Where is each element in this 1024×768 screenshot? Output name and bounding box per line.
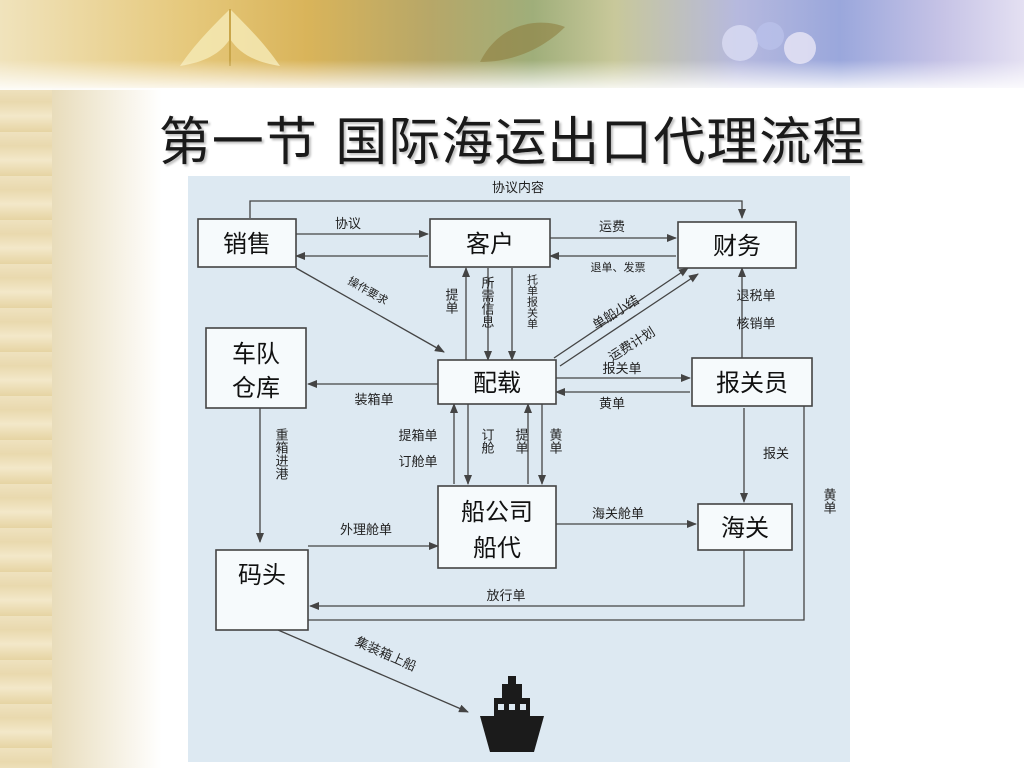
- node-wharf: 码头: [215, 549, 309, 631]
- page-title: 第一节 国际海运出口代理流程: [158, 113, 866, 173]
- svg-text:配载: 配载: [473, 369, 521, 397]
- label-customs-declaration: 报关单: [602, 362, 641, 377]
- ship-icon: [480, 676, 544, 752]
- left-strip-shadow: [52, 0, 162, 768]
- label-pickup-booking-1: 提箱单: [398, 428, 437, 444]
- flower-icon: [722, 22, 816, 64]
- left-parchment-strip: [0, 0, 52, 768]
- label-pickup-booking-2: 订舱单: [398, 455, 437, 470]
- svg-text:海关: 海关: [721, 514, 769, 542]
- banner-fade: [0, 60, 1024, 90]
- label-voyage-summary: 单船小结: [590, 293, 642, 333]
- node-fleet-warehouse: 车队 仓库: [205, 327, 307, 409]
- label-agreement-content: 协议内容: [492, 180, 544, 196]
- label-verification: 核销单: [736, 317, 775, 332]
- leaf-icon: [180, 9, 280, 66]
- svg-text:客户: 客户: [466, 230, 514, 258]
- label-yellow-sheet-a: 黄单: [599, 397, 625, 412]
- label-heavy-box: 重箱进港: [273, 427, 289, 480]
- label-container-ship: 集装箱上船: [353, 634, 419, 675]
- node-stowage: 配载: [437, 359, 557, 405]
- svg-text:报关员: 报关员: [716, 369, 788, 397]
- label-packing-list: 装箱单: [354, 392, 393, 408]
- svg-text:财务: 财务: [713, 232, 761, 260]
- label-required-info: 所需信息: [479, 276, 495, 328]
- edge-release: [309, 550, 745, 610]
- label-booking-declare: 托单报关单: [526, 273, 539, 329]
- label-freight-plan: 运费计划: [606, 325, 658, 365]
- edge-operation-req: [295, 267, 445, 353]
- edge-agreement-content: [249, 200, 746, 219]
- edge-voyage-summary: [553, 267, 689, 359]
- label-tally-order: 外理舱单: [340, 523, 392, 538]
- label-refund-invoice: 退单、发票: [591, 260, 646, 274]
- label-book-space: 订舱: [479, 428, 495, 455]
- node-carrier-agent: 船公司 船代: [437, 485, 557, 569]
- svg-text:车队: 车队: [232, 340, 280, 368]
- label-bill-of-lading: 提单: [443, 287, 459, 314]
- edge-container-ship: [277, 629, 469, 713]
- label-freight: 运费: [599, 220, 625, 235]
- label-tax-refund: 退税单: [736, 289, 775, 304]
- svg-text:仓库: 仓库: [232, 374, 280, 402]
- node-customs-broker: 报关员: [691, 357, 813, 407]
- label-agreement: 协议: [335, 217, 361, 232]
- svg-text:销售: 销售: [223, 230, 271, 258]
- node-finance: 财务: [677, 221, 797, 269]
- node-customer: 客户: [429, 218, 551, 268]
- edge-freight-plan: [559, 273, 699, 367]
- label-release: 放行单: [486, 589, 525, 604]
- svg-text:船代: 船代: [473, 534, 521, 562]
- label-declare: 报关: [763, 447, 789, 462]
- label-operation-req: 操作要求: [345, 273, 390, 307]
- node-sales: 销售: [197, 218, 297, 268]
- edge-yellow-sheet-c: [308, 383, 808, 621]
- edges: [249, 200, 808, 713]
- label-yellow-sheet-b: 黄单: [547, 428, 563, 454]
- label-yellow-sheet-c: 黄单: [821, 488, 837, 514]
- label-bill-of-lading-2: 提单: [513, 427, 529, 454]
- leaf-icon: [480, 22, 565, 62]
- flow-diagram-canvas: 销售 客户 财务 车队 仓库 配载 报关员 船公司 船代: [197, 180, 837, 752]
- label-customs-manifest: 海关舱单: [592, 507, 644, 522]
- flow-diagram: 销售 客户 财务 车队 仓库 配载 报关员 船公司 船代: [188, 176, 850, 762]
- node-customs: 海关: [697, 503, 793, 551]
- svg-text:船公司: 船公司: [461, 498, 533, 526]
- svg-text:码头: 码头: [238, 561, 286, 589]
